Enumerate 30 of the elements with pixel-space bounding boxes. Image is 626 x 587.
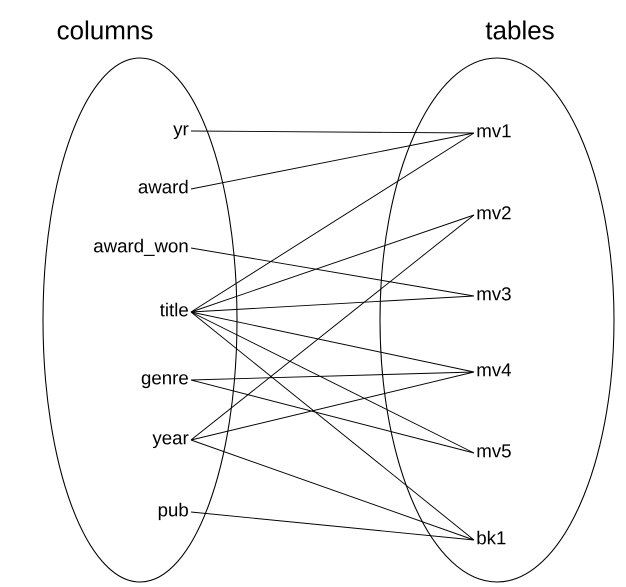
connector-line [190, 372, 474, 380]
connector-line [190, 440, 474, 540]
item-label: award_won [94, 238, 188, 256]
connector-line [190, 130, 474, 134]
node-label: columns [58, 20, 152, 40]
connector-line [190, 312, 474, 372]
item-label: mv4 [478, 363, 511, 376]
connector-line [190, 312, 474, 540]
connector-line [190, 372, 474, 440]
connector-line [190, 214, 474, 440]
item-label: mv3 [478, 287, 511, 300]
node-label: tables [486, 20, 554, 40]
connector-line [190, 214, 474, 312]
item-label: mv1 [478, 124, 511, 138]
connector-line [190, 296, 474, 312]
connector-line [190, 512, 474, 540]
connector-line [190, 248, 474, 296]
item-label: mv5 [478, 444, 511, 458]
item-label: genre [142, 374, 188, 388]
connector-line [190, 312, 474, 454]
item-label: bk1 [477, 530, 506, 544]
item-label: title [160, 302, 188, 316]
item-label: mv2 [478, 206, 511, 220]
item-label: pub [158, 502, 188, 520]
item-label: award [138, 180, 188, 194]
item-label: yr [173, 125, 188, 140]
connector-line [190, 132, 474, 312]
connector-line [190, 132, 474, 190]
connector-line [190, 380, 474, 454]
item-label: year [152, 434, 188, 448]
